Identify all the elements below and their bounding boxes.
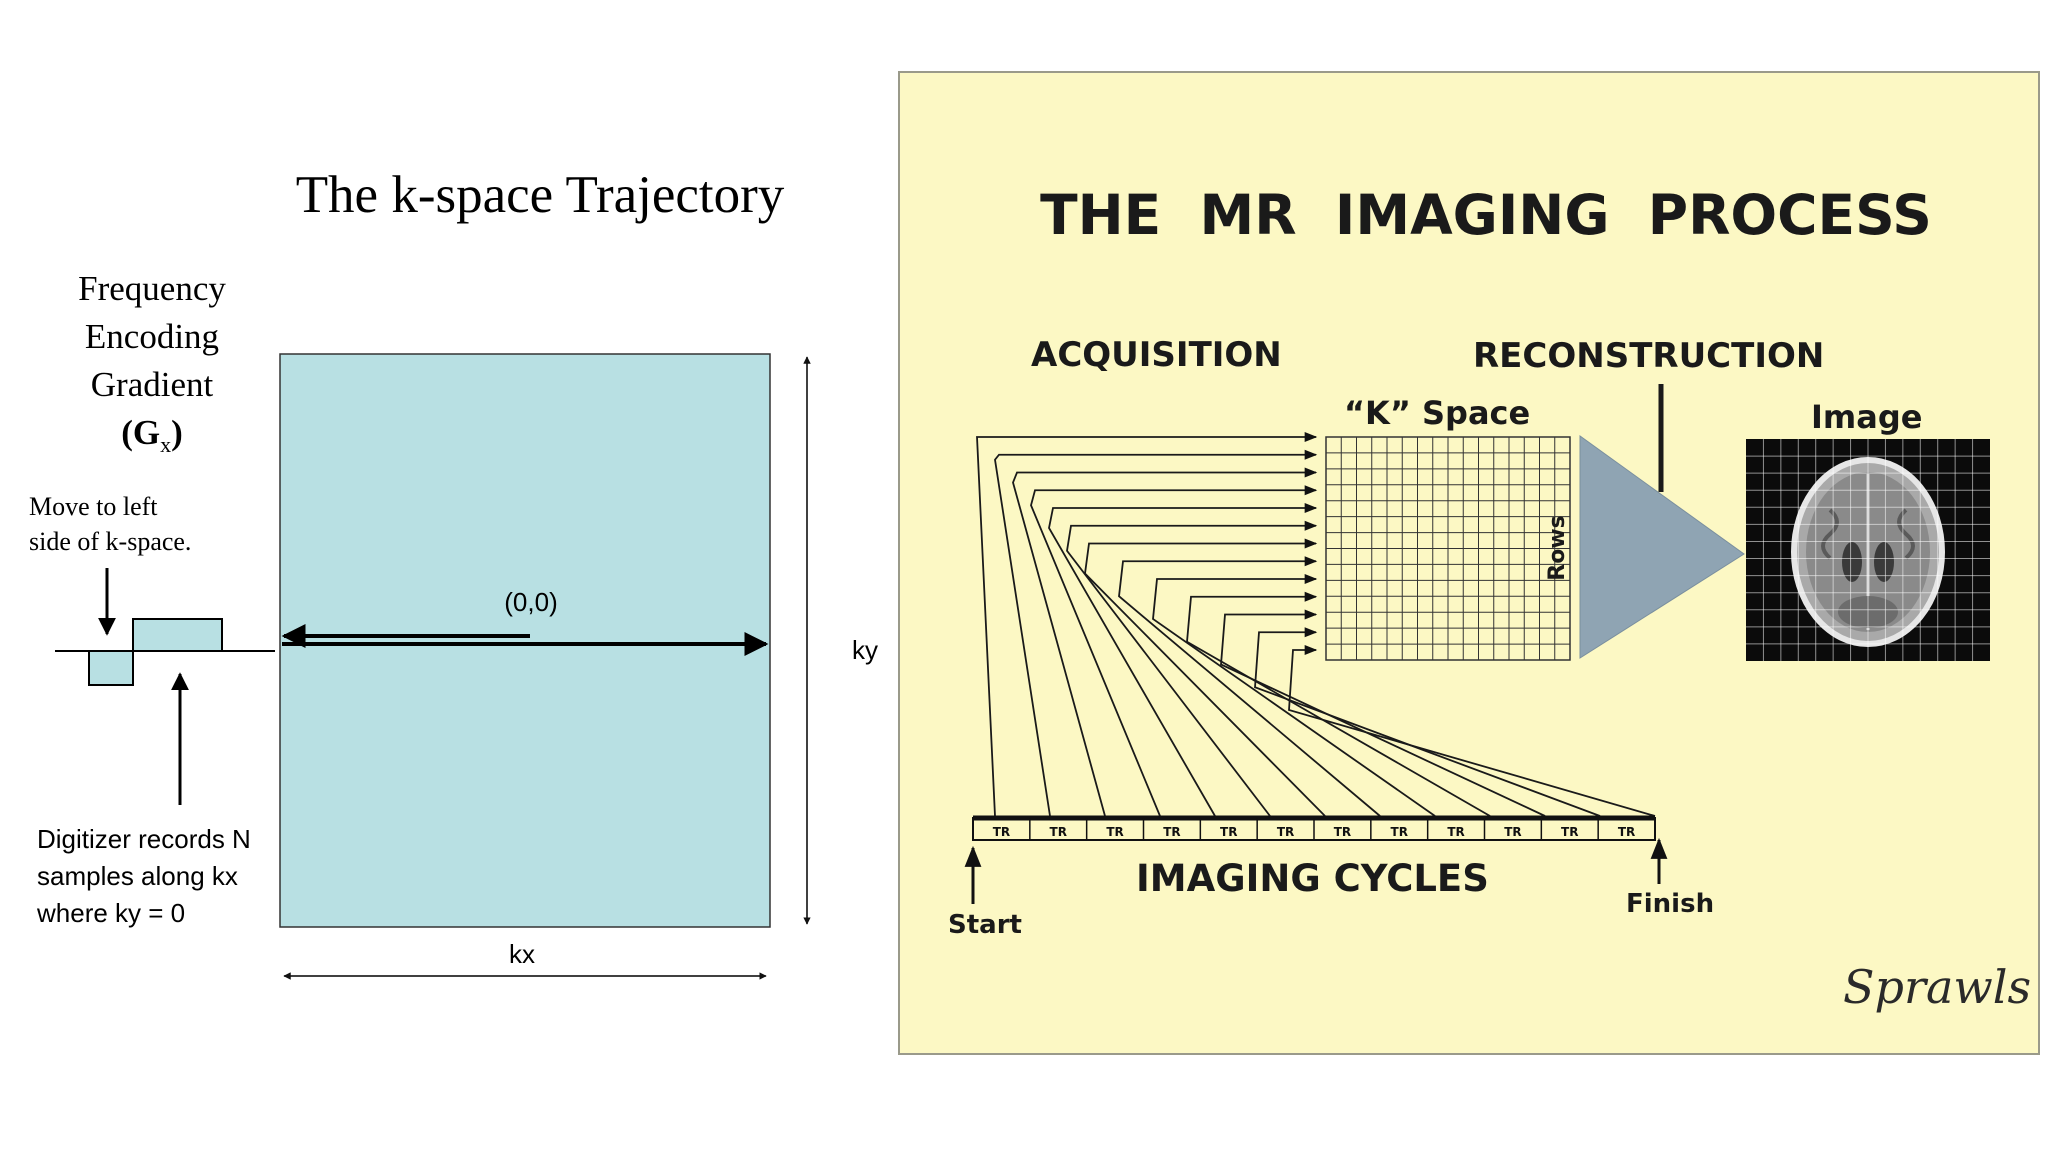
- gradient-symbol: (Gx): [121, 413, 183, 457]
- digitizer-note-line3: where ky = 0: [36, 898, 185, 928]
- digitizer-note-line1: Digitizer records N: [37, 824, 251, 854]
- digitizer-note-line2: samples along kx: [37, 861, 238, 891]
- kspace-grid: [1326, 437, 1570, 660]
- ky-axis-label: ky: [852, 635, 878, 665]
- move-note-line1: Move to left: [29, 492, 158, 521]
- gradient-symbol-letter: G: [133, 413, 160, 452]
- gradient-label-line3: Gradient: [91, 365, 214, 404]
- gradient-waveform: [55, 619, 275, 685]
- acquisition-label: ACQUISITION: [1031, 335, 1282, 375]
- tr-cell-label: TR: [1504, 825, 1521, 839]
- tr-cell-label: TR: [1618, 825, 1635, 839]
- kspace-trajectory-title: The k-space Trajectory: [296, 166, 785, 224]
- gradient-label-line1: Frequency: [78, 269, 226, 308]
- tr-cell-label: TR: [1050, 825, 1067, 839]
- tr-cell-label: TR: [1561, 825, 1578, 839]
- gradient-label-line2: Encoding: [85, 317, 219, 356]
- rows-label: Rows: [1545, 515, 1570, 580]
- tr-cycle-bar: TR TR TR TR TR TR TR TR TR TR TR TR: [973, 818, 1655, 840]
- left-panel: The k-space Trajectory Frequency Encodin…: [29, 166, 878, 976]
- negative-lobe: [89, 651, 133, 685]
- mr-process-title: THE MR IMAGING PROCESS: [1040, 183, 1932, 247]
- tr-cell-label: TR: [1447, 825, 1464, 839]
- kspace-label: “K” Space: [1344, 394, 1530, 432]
- image-label: Image: [1811, 398, 1922, 436]
- start-label: Start: [948, 910, 1022, 940]
- reconstruction-label: RECONSTRUCTION: [1473, 336, 1824, 376]
- finish-label: Finish: [1626, 889, 1714, 919]
- gradient-symbol-subscript: x: [160, 432, 171, 457]
- tr-cell-label: TR: [1220, 825, 1237, 839]
- origin-label: (0,0): [504, 587, 557, 617]
- right-panel: THE MR IMAGING PROCESS ACQUISITION RECON…: [899, 72, 2039, 1054]
- brain-image: [1746, 439, 1990, 661]
- tr-cell-label: TR: [993, 825, 1010, 839]
- author-signature: Sprawls: [1843, 960, 2031, 1014]
- move-note: Move to left side of k-space.: [29, 492, 191, 556]
- tr-cell-label: TR: [1163, 825, 1180, 839]
- positive-lobe: [133, 619, 222, 651]
- kspace-box: [280, 354, 770, 927]
- kx-axis-label: kx: [509, 939, 535, 969]
- tr-cell-label: TR: [1391, 825, 1408, 839]
- gradient-label: Frequency Encoding Gradient (Gx): [78, 269, 226, 457]
- imaging-cycles-label: IMAGING CYCLES: [1136, 857, 1489, 900]
- tr-cell-label: TR: [1334, 825, 1351, 839]
- move-note-line2: side of k-space.: [29, 527, 191, 556]
- tr-cell-label: TR: [1277, 825, 1294, 839]
- tr-cell-label: TR: [1106, 825, 1123, 839]
- digitizer-note: Digitizer records N samples along kx whe…: [36, 824, 251, 928]
